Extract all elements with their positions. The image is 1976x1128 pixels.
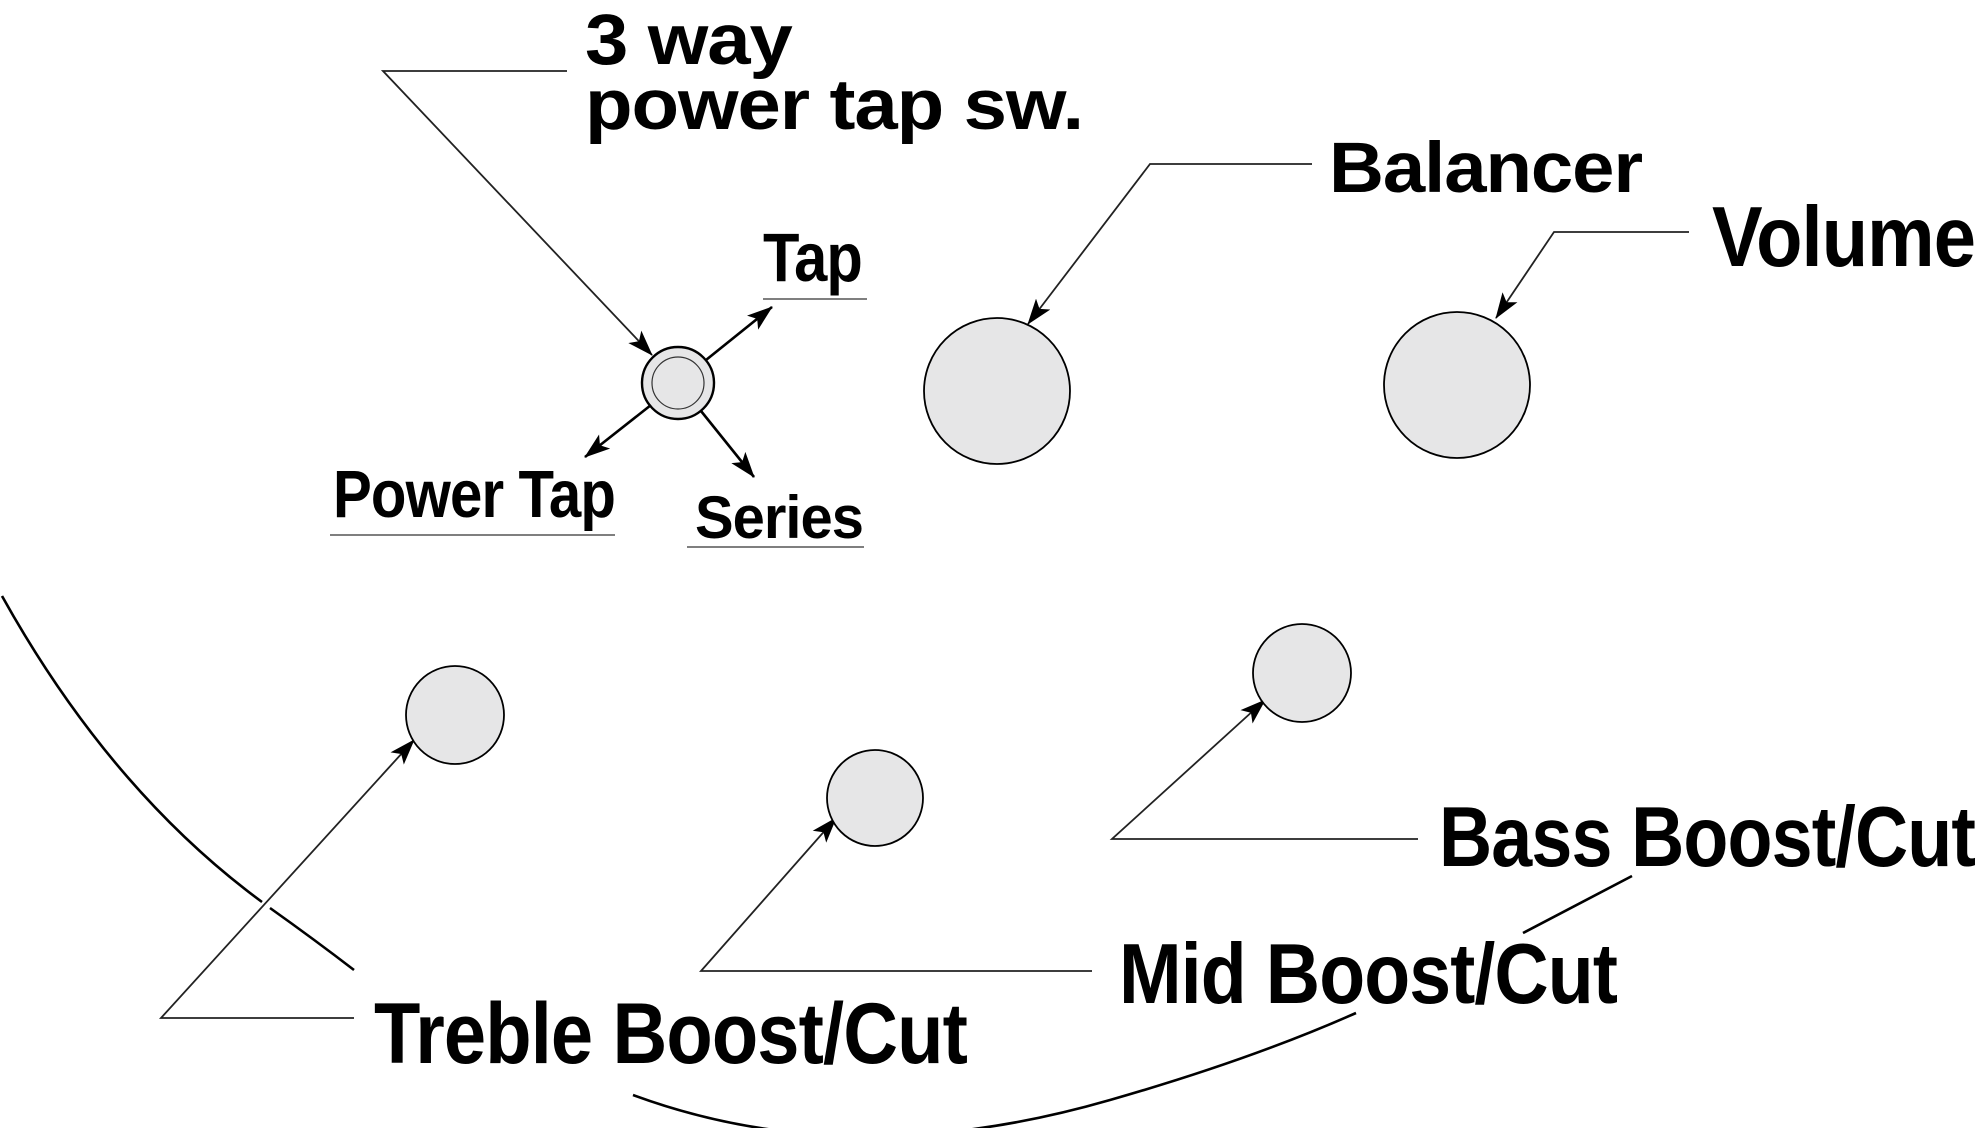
- volume-knob[interactable]: [1383, 311, 1531, 459]
- body-outline-left-lower: [269, 906, 355, 972]
- treble-leader: [158, 739, 415, 1019]
- switch-inner-cap[interactable]: [651, 356, 705, 410]
- balancer-leader: [1027, 163, 1312, 325]
- power-tap-position-label: Power Tap: [333, 456, 616, 532]
- power-tap-switch[interactable]: [584, 305, 773, 478]
- power-tap-direction-arrow: [584, 403, 652, 459]
- switch-title-label: 3 way power tap sw.: [585, 0, 1084, 146]
- bass-knob[interactable]: [1252, 623, 1352, 723]
- balancer-knob[interactable]: [923, 317, 1071, 465]
- tap-position-label: Tap: [763, 219, 863, 297]
- series-direction-arrow: [699, 410, 756, 478]
- bass-leader: [1109, 699, 1418, 840]
- mid-leader: [699, 817, 1092, 972]
- volume-label: Volume: [1712, 189, 1976, 285]
- tap-direction-arrow: [705, 305, 773, 362]
- switch-title-line2: power tap sw.: [585, 65, 1084, 146]
- leader-lines: [158, 70, 1689, 1019]
- body-outline-bottom: [632, 1011, 1357, 1128]
- mid-knob[interactable]: [826, 749, 924, 847]
- switch-title-line1: 3 way: [585, 0, 793, 81]
- switch-leader: [380, 70, 653, 356]
- treble-knob[interactable]: [405, 665, 505, 765]
- balancer-label: Balancer: [1329, 128, 1643, 209]
- mid-label: Mid Boost/Cut: [1119, 926, 1618, 1022]
- volume-leader: [1495, 231, 1689, 319]
- body-outline-left-upper: [0, 595, 263, 904]
- body-outline-right: [1522, 874, 1633, 935]
- bass-label: Bass Boost/Cut: [1439, 789, 1976, 885]
- guitar-body-outline: [0, 595, 1633, 1128]
- series-position-label: Series: [695, 483, 864, 552]
- knobs: [405, 311, 1531, 847]
- label-underlines: [330, 298, 867, 548]
- treble-label: Treble Boost/Cut: [374, 985, 968, 1082]
